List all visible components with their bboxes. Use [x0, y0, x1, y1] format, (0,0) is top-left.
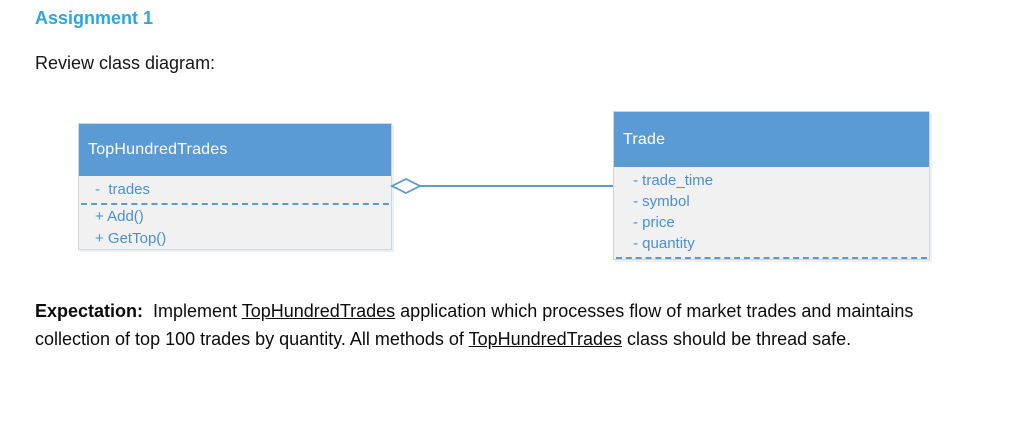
expectation-class-ref: TopHundredTrades — [241, 301, 396, 321]
expectation-text: class should be thread safe. — [622, 329, 852, 349]
class-body: - trade_time - symbol - price - quantity — [614, 170, 929, 259]
expectation-label: Expectation: — [35, 301, 144, 321]
attribute-trade-time: - trade_time — [633, 172, 714, 189]
method-gettop: + GetTop() — [95, 229, 167, 247]
attribute-trades: - trades — [95, 181, 151, 198]
attribute-symbol: - symbol — [633, 193, 690, 210]
compartment-separator — [616, 257, 927, 259]
attribute-price: - price — [633, 214, 675, 231]
expectation-text: application which processes flow of mark… — [35, 301, 919, 349]
class-box-trade: Trade - trade_time - symbol - price - qu… — [613, 111, 930, 260]
aggregation-diamond-icon — [389, 177, 423, 195]
expectation-class-ref: TopHundredTrades — [468, 329, 623, 349]
compartment-separator — [81, 203, 389, 205]
expectation-paragraph: Expectation: Implement TopHundredTrades … — [35, 297, 937, 353]
aggregation-connector — [389, 177, 614, 195]
method-add: + Add() — [95, 207, 144, 225]
page-title: Assignment 1 — [35, 8, 154, 28]
class-name-trade: Trade — [614, 112, 929, 167]
class-body: - trades + Add() + GetTop() — [79, 176, 391, 249]
class-name-tophundredtrades: TopHundredTrades — [79, 124, 391, 176]
instruction-text: Review class diagram: — [35, 53, 216, 73]
attribute-quantity: - quantity — [633, 235, 695, 252]
expectation-text: Implement — [143, 301, 242, 321]
class-box-tophundredtrades: TopHundredTrades - trades + Add() + GetT… — [78, 123, 392, 250]
